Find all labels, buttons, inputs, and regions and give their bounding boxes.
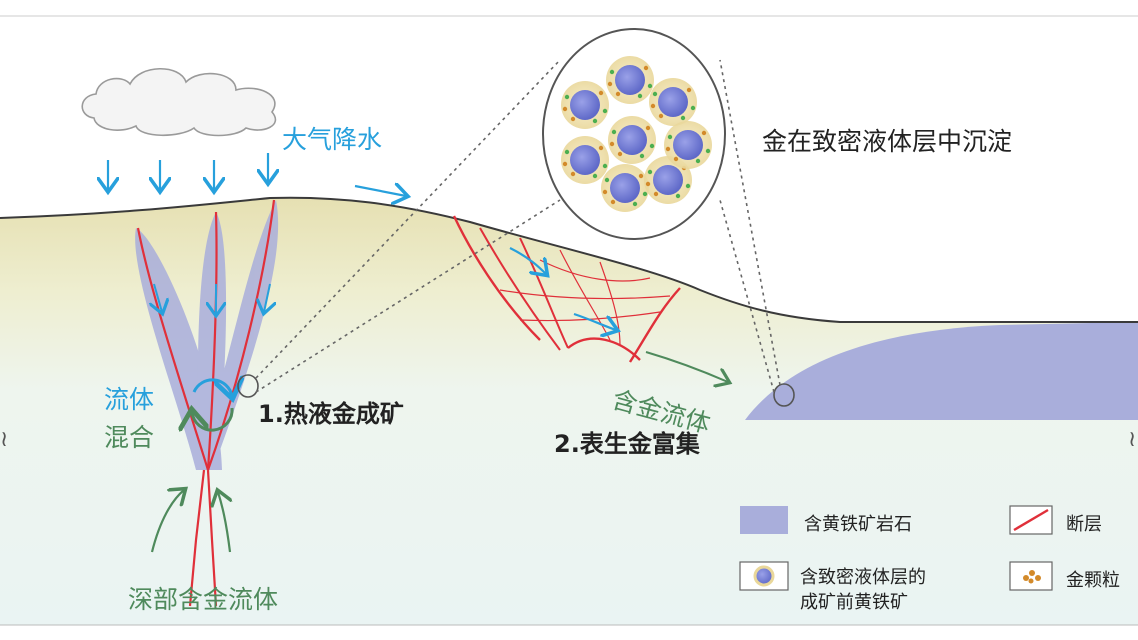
zoom-leader-lines [255, 59, 781, 393]
hydrothermal-faults [136, 199, 276, 607]
inset-gold-particle [602, 189, 608, 195]
inset-gold-particle [598, 145, 604, 151]
inset-gold-particle [647, 83, 653, 89]
inset-gold-particle [564, 149, 570, 155]
inset-gold-particle [645, 125, 651, 131]
inset-pyrite-core [673, 130, 703, 160]
inset-gold-particle [592, 118, 598, 124]
inset-gold-particle [632, 201, 638, 207]
inset-gold-particle [685, 183, 691, 189]
inset-gold-particle [609, 69, 615, 75]
deep-fluid-arrows [150, 490, 230, 553]
inset-gold-particle [680, 115, 686, 121]
inset-gold-particle [690, 105, 696, 111]
zoom-marker-right [773, 383, 795, 407]
inset-gold-particle [649, 143, 655, 149]
inset-pyrite-core [570, 90, 600, 120]
inset-pyrite-core [617, 125, 647, 155]
gold-fluid-arrow [645, 351, 728, 382]
inset-gold-particle [642, 191, 648, 197]
ground-body [0, 197, 1138, 625]
inset-gold-particle [652, 91, 658, 97]
inset-gold-particle [701, 130, 707, 136]
deep-gold-fluid-label: 深部含金流体 [128, 585, 279, 614]
ground-surface-line [0, 196, 1138, 323]
inset-pyrite-core [653, 165, 683, 195]
inset-gold-particle [675, 193, 681, 199]
legend-pyrite-icon [753, 565, 775, 587]
cloud-shape [81, 67, 277, 137]
inset-gold-particle [647, 169, 653, 175]
inset-gold-particle [562, 161, 568, 167]
inset-gold-particle [643, 65, 649, 71]
inset-gold-particle [653, 191, 659, 197]
inset-gold-particle [638, 173, 644, 179]
stage1-label: 1.热液金成矿 [258, 400, 404, 428]
stage2-label: 2.表生金富集 [554, 430, 700, 458]
inset-gold-particle [602, 108, 608, 114]
inset-gold-particle [705, 148, 711, 154]
inset-gold-particle [667, 134, 673, 140]
inset-gold-particle [598, 90, 604, 96]
legend-swatch-gold-grains [1009, 561, 1053, 591]
inset-gold-particle [615, 91, 621, 97]
supergene-arrows [509, 247, 616, 330]
inset-gold-particle [611, 129, 617, 135]
inset-pyrite-core [570, 145, 600, 175]
inset-pyrite-core [610, 173, 640, 203]
inset-gold-particle [695, 158, 701, 164]
left-break-mark: ≀ [0, 427, 8, 452]
magnified-inset [542, 28, 726, 240]
pyrite-rock-body [745, 322, 1138, 420]
supergene-faults [452, 215, 681, 363]
inset-gold-particle [658, 113, 664, 119]
legend-swatch-pyrite-rock [740, 506, 788, 534]
inset-gold-particle [650, 103, 656, 109]
inset-gold-particle [610, 199, 616, 205]
inset-gold-particle [562, 106, 568, 112]
inset-gold-particle [570, 116, 576, 122]
inset-gold-particle [602, 163, 608, 169]
mixing-circle [192, 380, 232, 432]
zoom-marker-left [237, 374, 259, 398]
precipitation-label: 大气降水 [282, 125, 383, 154]
inset-gold-particle [673, 156, 679, 162]
inset-gold-particle [686, 87, 692, 93]
legend-label-pyrite-rock: 含黄铁矿岩石 [804, 514, 912, 535]
inset-gold-particle [564, 94, 570, 100]
legend-label-fault: 断层 [1066, 514, 1102, 535]
inset-gold-particle [639, 153, 645, 159]
right-break-mark: ≀ [1128, 427, 1136, 452]
legend-label-pre-ore-pyrite-1: 含致密液体层的 [800, 567, 926, 588]
inset-gold-particle [637, 93, 643, 99]
fluid-mixing-label-2: 混合 [104, 423, 155, 452]
inset-gold-particle [645, 181, 651, 187]
inset-gold-particle [604, 177, 610, 183]
inset-gold-particle [617, 151, 623, 157]
legend-label-gold-grains: 金颗粒 [1066, 570, 1120, 591]
precipitation-arrows [108, 153, 406, 196]
inset-gold-particle [570, 171, 576, 177]
inset-gold-particle [592, 173, 598, 179]
inset-gold-particle [607, 81, 613, 87]
legend-gold-grain-icon [1023, 570, 1041, 584]
inset-pyrite-core [658, 87, 688, 117]
fluid-mixing-label-1: 流体 [104, 385, 155, 414]
inset-pyrite-core [615, 65, 645, 95]
inset-gold-particle [665, 146, 671, 152]
down-fluid-arrows [154, 283, 270, 314]
legend-label-pre-ore-pyrite-2: 成矿前黄铁矿 [800, 592, 908, 613]
legend-fault-line [1013, 508, 1049, 532]
inset-gold-particle [609, 141, 615, 147]
gold-precipitation-label: 金在致密液体层中沉淀 [762, 127, 1013, 156]
